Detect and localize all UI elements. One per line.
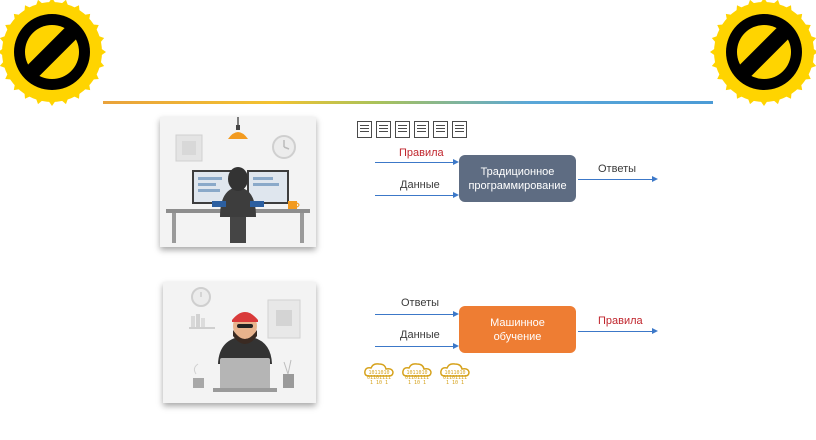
badge-tooth xyxy=(91,24,99,32)
badge-tooth xyxy=(13,13,22,22)
binary-line: 1011010 xyxy=(444,370,466,376)
badge-tooth xyxy=(736,5,744,13)
badge-tooth xyxy=(72,5,80,13)
cloud-icon xyxy=(364,363,394,377)
traditional-rules-arrow xyxy=(375,159,459,165)
badge-tooth xyxy=(91,72,99,80)
badge-tooth xyxy=(5,24,13,32)
prohibited-badge-left xyxy=(0,0,106,106)
badge-tooth xyxy=(97,60,105,69)
programmer-scene xyxy=(160,117,316,247)
badge-tooth xyxy=(13,82,22,91)
document-icon xyxy=(452,121,467,138)
badge-tooth xyxy=(0,60,7,69)
binary-cloud-1: 1011010 01101111 1 10 1 xyxy=(363,357,395,387)
badge-tooth xyxy=(60,0,69,7)
cloud-icon xyxy=(402,363,432,377)
document-icon xyxy=(414,121,429,138)
ml-engineer-scene xyxy=(163,282,316,403)
badge-tooth xyxy=(82,82,91,91)
ml-input-answers: Ответы xyxy=(401,297,440,309)
badge-tooth xyxy=(72,91,80,99)
badge-tooth xyxy=(809,35,816,44)
ml-input-data: Данные xyxy=(400,329,440,341)
badge-tooth xyxy=(717,72,725,80)
badge-tooth xyxy=(97,35,105,44)
badge-tooth xyxy=(747,0,756,7)
machine-learning-box: Машинное обучение xyxy=(459,306,576,353)
binary-cloud-3: 1011010 01101111 1 10 1 xyxy=(439,357,471,387)
binary-line: 1 10 1 xyxy=(445,380,465,386)
badge-tooth xyxy=(794,82,803,91)
badge-tooth xyxy=(809,60,816,69)
badge-tooth xyxy=(710,47,717,57)
badge-tooth xyxy=(711,60,719,69)
binary-line: 01101111 xyxy=(442,375,468,381)
badge-tooth xyxy=(82,13,91,22)
badge-tooth xyxy=(47,0,57,5)
document-icon xyxy=(357,121,372,138)
badge-tooth xyxy=(759,99,769,106)
binary-line: 1011010 xyxy=(406,370,428,376)
badge-tooth xyxy=(803,24,811,32)
badge-tooth xyxy=(803,72,811,80)
badge-tooth xyxy=(0,35,7,44)
badge-tooth xyxy=(794,13,803,22)
programmer-illustration xyxy=(160,117,316,247)
badge-tooth xyxy=(99,47,106,57)
badge-tooth xyxy=(759,0,769,5)
binary-line: 01101111 xyxy=(404,375,430,381)
binary-line: 1011010 xyxy=(368,370,390,376)
document-icon xyxy=(376,121,391,138)
badge-tooth xyxy=(711,35,719,44)
badge-tooth xyxy=(725,82,734,91)
badge-tooth xyxy=(772,97,781,105)
traditional-data-arrow xyxy=(375,192,459,198)
traditional-output-arrow xyxy=(578,176,658,182)
ml-output-arrow xyxy=(578,328,658,334)
ml-answers-arrow xyxy=(375,311,459,317)
document-icon xyxy=(395,121,410,138)
badge-tooth xyxy=(747,97,756,105)
traditional-programming-box: Традиционное программирование xyxy=(459,155,576,202)
traditional-output-answers: Ответы xyxy=(598,163,637,175)
title-divider xyxy=(103,101,713,104)
document-icon xyxy=(433,121,448,138)
badge-tooth xyxy=(60,97,69,105)
ml-engineer-illustration xyxy=(163,282,316,403)
binary-line: 01101111 xyxy=(366,375,392,381)
badge-tooth xyxy=(0,47,5,57)
badge-tooth xyxy=(24,91,32,99)
badge-tooth xyxy=(736,91,744,99)
badge-tooth xyxy=(717,24,725,32)
prohibited-icon xyxy=(710,0,816,106)
badge-tooth xyxy=(35,0,44,7)
badge-tooth xyxy=(784,91,792,99)
prohibited-badge-right xyxy=(710,0,816,106)
binary-line: 1 10 1 xyxy=(407,380,427,386)
badge-tooth xyxy=(772,0,781,7)
badge-tooth xyxy=(725,13,734,22)
cloud-icon xyxy=(440,363,470,377)
badge-tooth xyxy=(35,97,44,105)
binary-cloud-2: 1011010 01101111 1 10 1 xyxy=(401,357,433,387)
badge-tooth xyxy=(5,72,13,80)
traditional-input-rules: Правила xyxy=(399,147,444,159)
ml-output-rules: Правила xyxy=(598,315,643,327)
badge-tooth xyxy=(24,5,32,13)
ml-data-arrow xyxy=(375,343,459,349)
badge-tooth xyxy=(811,47,816,57)
badge-tooth xyxy=(47,99,57,106)
binary-line: 1 10 1 xyxy=(369,380,389,386)
traditional-input-data: Данные xyxy=(400,179,440,191)
badge-tooth xyxy=(784,5,792,13)
prohibited-icon xyxy=(0,0,106,106)
